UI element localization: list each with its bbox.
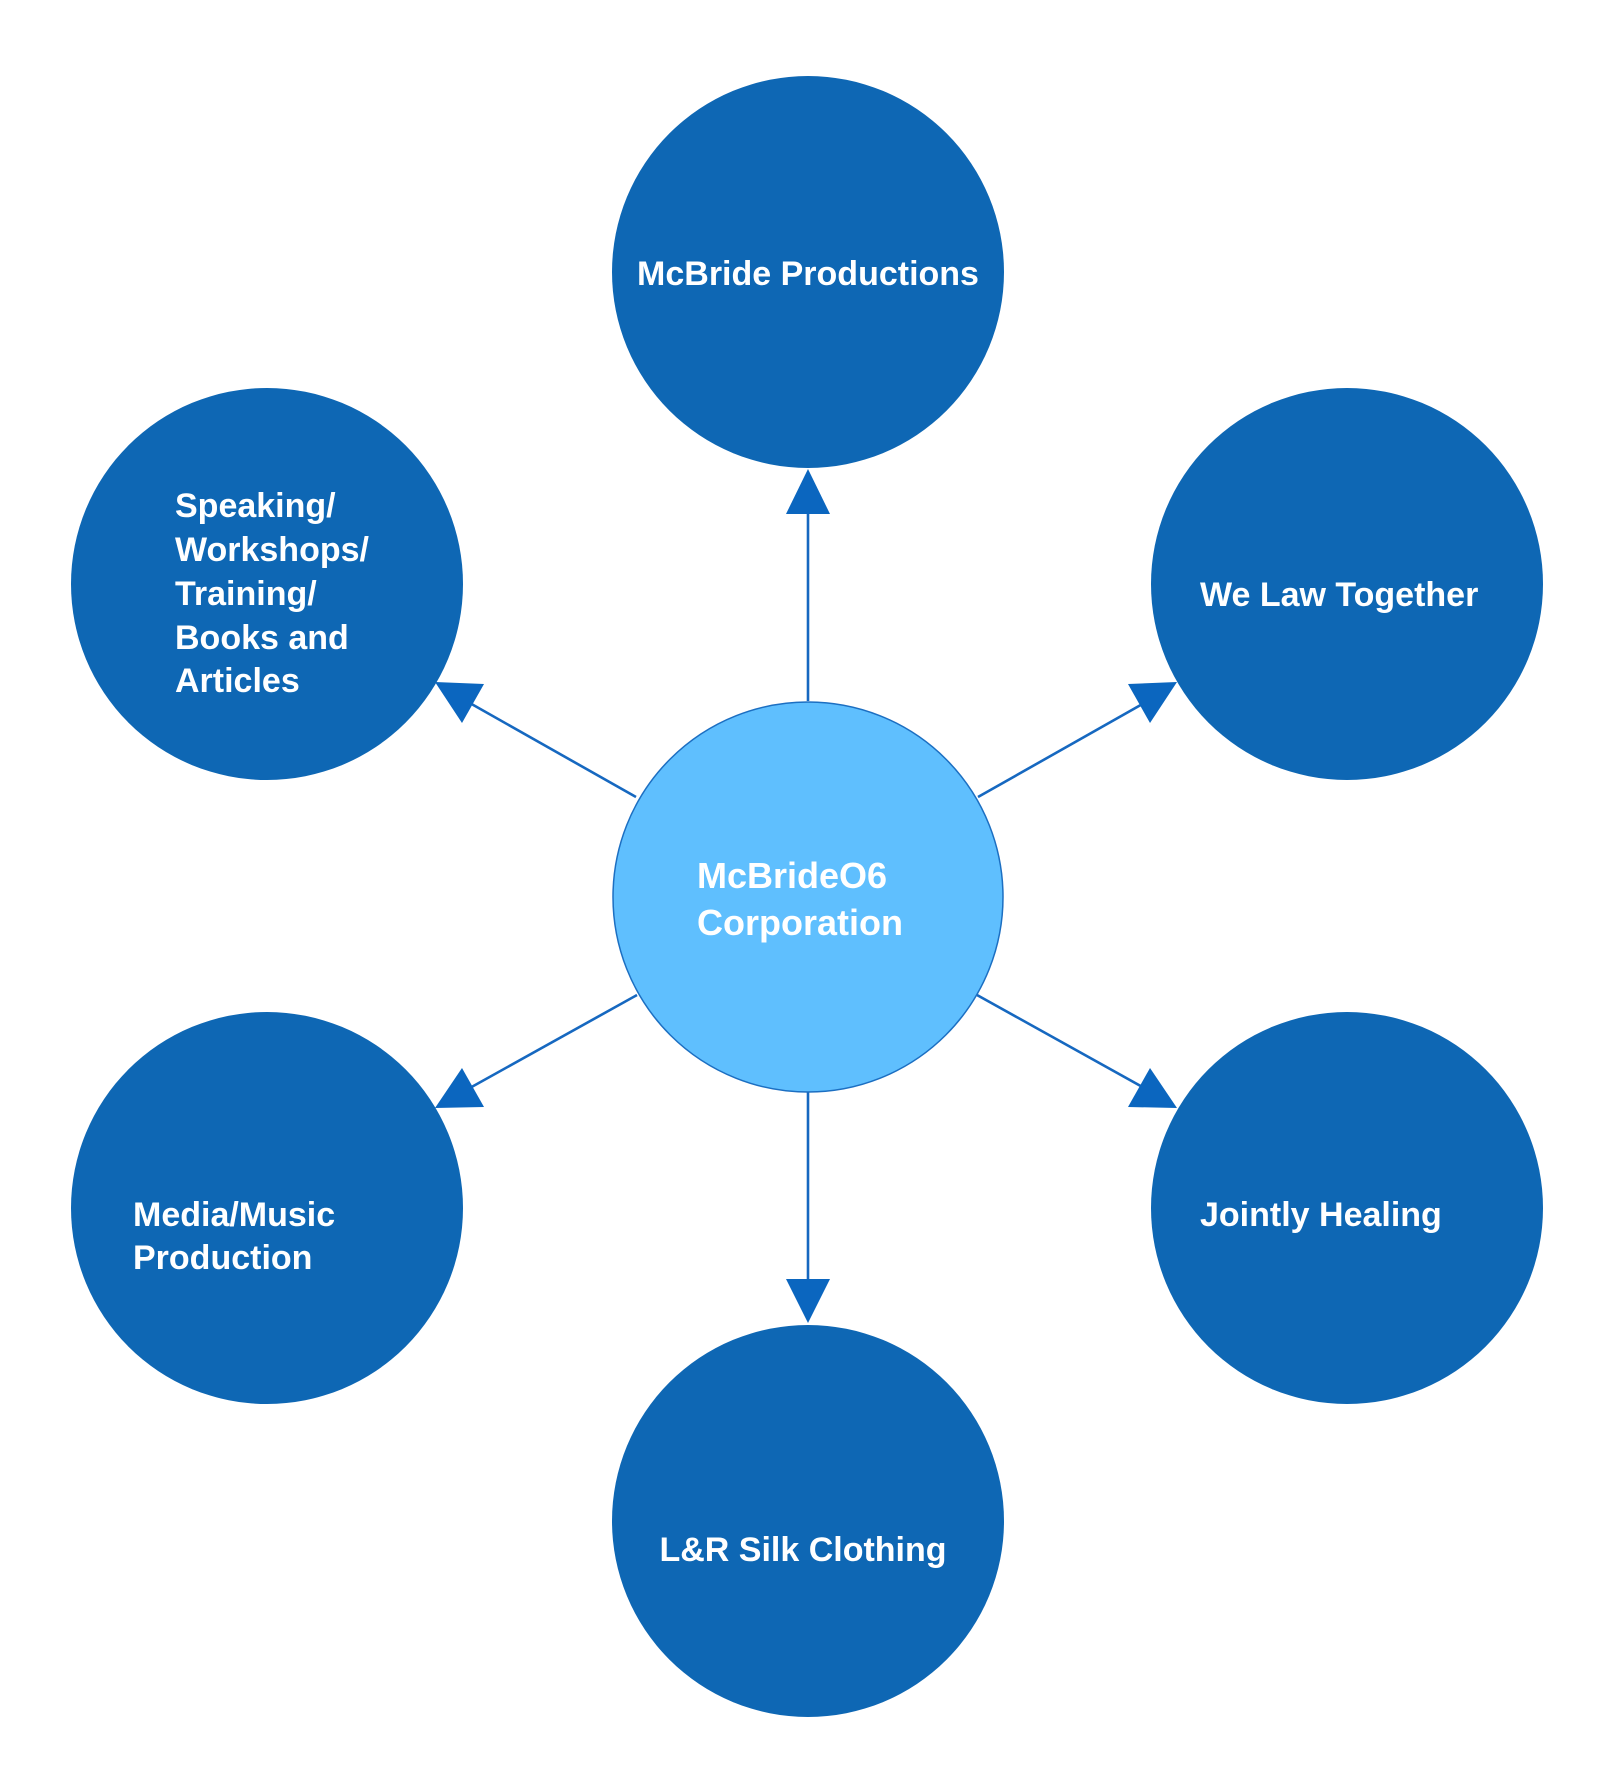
label-line: Media/Music xyxy=(133,1196,335,1234)
node-we-law-together[interactable]: We Law Together xyxy=(1151,388,1543,780)
label-line: McBrideO6 xyxy=(697,855,887,896)
label-line: We Law Together xyxy=(1200,576,1478,614)
center-node-circle[interactable] xyxy=(612,701,1004,1093)
node-label: Jointly Healing xyxy=(1200,1196,1442,1234)
node-label: Media/Music Production xyxy=(133,1196,345,1277)
label-line: Training/ xyxy=(175,575,317,613)
node-label: We Law Together xyxy=(1200,576,1478,614)
arrowhead-to-we-law-together xyxy=(1128,682,1177,723)
label-line: Jointly Healing xyxy=(1200,1196,1442,1234)
edge-to-speaking-workshops xyxy=(467,700,637,799)
label-line: Speaking/ xyxy=(175,487,336,525)
node-jointly-healing[interactable]: Jointly Healing xyxy=(1151,1012,1543,1404)
arrowhead-to-jointly-healing xyxy=(1128,1068,1177,1108)
node-center-mcbrideo6-corporation[interactable]: McBrideO6 Corporation xyxy=(612,701,1004,1093)
label-line: Articles xyxy=(175,662,300,700)
node-label: Speaking/ Workshops/ Training/ Books and… xyxy=(175,487,378,700)
node-circle[interactable] xyxy=(612,1325,1004,1717)
center-node-label: McBrideO6 Corporation xyxy=(697,855,903,943)
node-circle[interactable] xyxy=(71,1012,463,1404)
label-line: Production xyxy=(133,1239,312,1277)
edge-to-we-law-together xyxy=(977,700,1147,799)
arrowhead-to-speaking-workshops xyxy=(435,682,484,723)
node-speaking-workshops-training[interactable]: Speaking/ Workshops/ Training/ Books and… xyxy=(71,388,463,780)
arrowhead-to-mcbride-productions xyxy=(786,469,830,514)
node-circle[interactable] xyxy=(1151,1012,1543,1404)
node-circle[interactable] xyxy=(612,76,1004,468)
edge-to-jointly-healing xyxy=(976,993,1147,1091)
edge-to-media-music-production xyxy=(467,993,638,1091)
label-line: L&R Silk Clothing xyxy=(659,1531,946,1569)
node-media-music-production[interactable]: Media/Music Production xyxy=(71,1012,463,1404)
node-label: L&R Silk Clothing xyxy=(659,1531,946,1569)
node-mcbride-productions[interactable]: McBride Productions xyxy=(612,76,1004,468)
label-line: Books and xyxy=(175,619,349,657)
label-line: McBride Productions xyxy=(637,255,979,293)
node-circle[interactable] xyxy=(1151,388,1543,780)
label-line: Workshops/ xyxy=(175,531,370,569)
node-circle[interactable] xyxy=(71,388,463,780)
arrowhead-to-media-music-production xyxy=(435,1068,484,1108)
edges xyxy=(435,469,1177,1323)
node-label: McBride Productions xyxy=(637,255,979,293)
label-line: Corporation xyxy=(697,902,903,943)
arrowhead-to-lr-silk-clothing xyxy=(786,1279,830,1323)
node-lr-silk-clothing[interactable]: L&R Silk Clothing xyxy=(612,1325,1004,1717)
